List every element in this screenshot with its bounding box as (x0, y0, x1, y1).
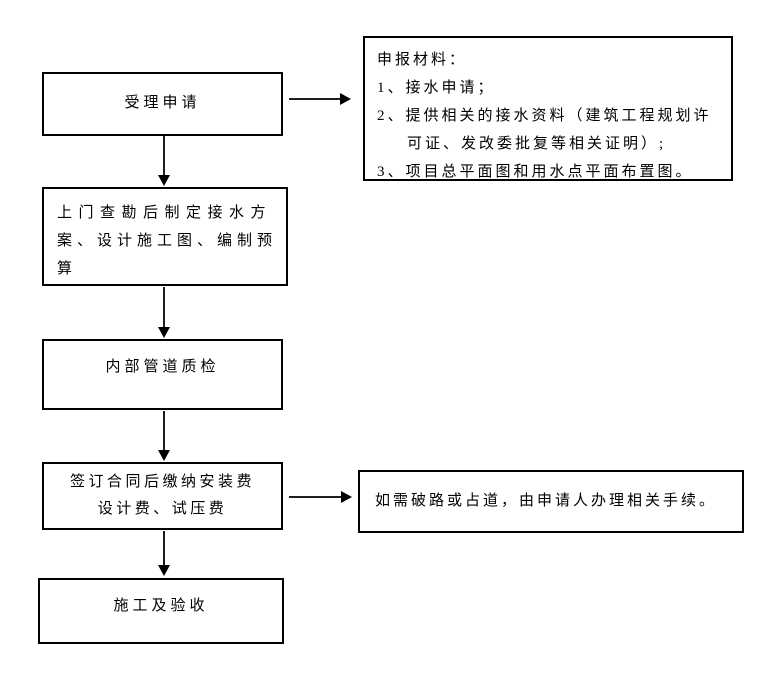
note-text-line: 2、提供相关的接水资料（建筑工程规划许 (377, 108, 712, 124)
note-text: 如需破路或占道，由申请人办理相关手续。 (375, 492, 718, 509)
step-text: 内部管道质检 (105, 358, 220, 375)
arrowhead-right-icon (340, 93, 351, 105)
arrowhead-down-icon (158, 327, 170, 338)
step-internal-pipe-inspection: 内部管道质检 (42, 339, 283, 410)
arrowhead-right-icon (341, 491, 352, 503)
step-text-line: 上门查勘后制定接水方 (57, 205, 273, 221)
connector-step3-to-step4 (163, 411, 165, 451)
step-text: 施工及验收 (113, 598, 209, 615)
note-text-line: 申报材料： (377, 52, 468, 68)
note-text-line: 1、接水申请； (377, 80, 496, 96)
step-text-line: 签订合同后缴纳安装费 (69, 474, 255, 490)
connector-step1-to-materials (289, 98, 341, 100)
connector-step2-to-step3 (163, 287, 165, 328)
arrowhead-down-icon (158, 565, 170, 576)
step-accept-application: 受理申请 (42, 72, 283, 136)
step-text-line: 案、设计施工图、编制预 (57, 233, 278, 249)
step-text-line: 算 (57, 261, 78, 277)
step-text: 受理申请 (124, 95, 201, 112)
connector-step4-to-step5 (163, 531, 165, 566)
note-text-line: 可证、发改委批复等相关证明）; (407, 136, 667, 152)
step-survey-and-plan: 上门查勘后制定接水方 案、设计施工图、编制预 算 (42, 187, 288, 286)
connector-step4-to-road-note (289, 496, 342, 498)
step-text-line: 设计费、试压费 (97, 501, 228, 517)
arrowhead-down-icon (158, 450, 170, 461)
arrowhead-down-icon (158, 175, 170, 186)
note-text-line: 3、项目总平面图和用水点平面布置图。 (377, 164, 694, 180)
note-application-materials: 申报材料： 1、接水申请； 2、提供相关的接水资料（建筑工程规划许 可证、发改委… (363, 36, 733, 181)
note-road-occupation: 如需破路或占道，由申请人办理相关手续。 (358, 470, 744, 533)
connector-step1-to-step2 (163, 136, 165, 176)
step-sign-contract-pay-fees: 签订合同后缴纳安装费 设计费、试压费 (42, 462, 283, 530)
step-construction-and-acceptance: 施工及验收 (38, 578, 284, 644)
